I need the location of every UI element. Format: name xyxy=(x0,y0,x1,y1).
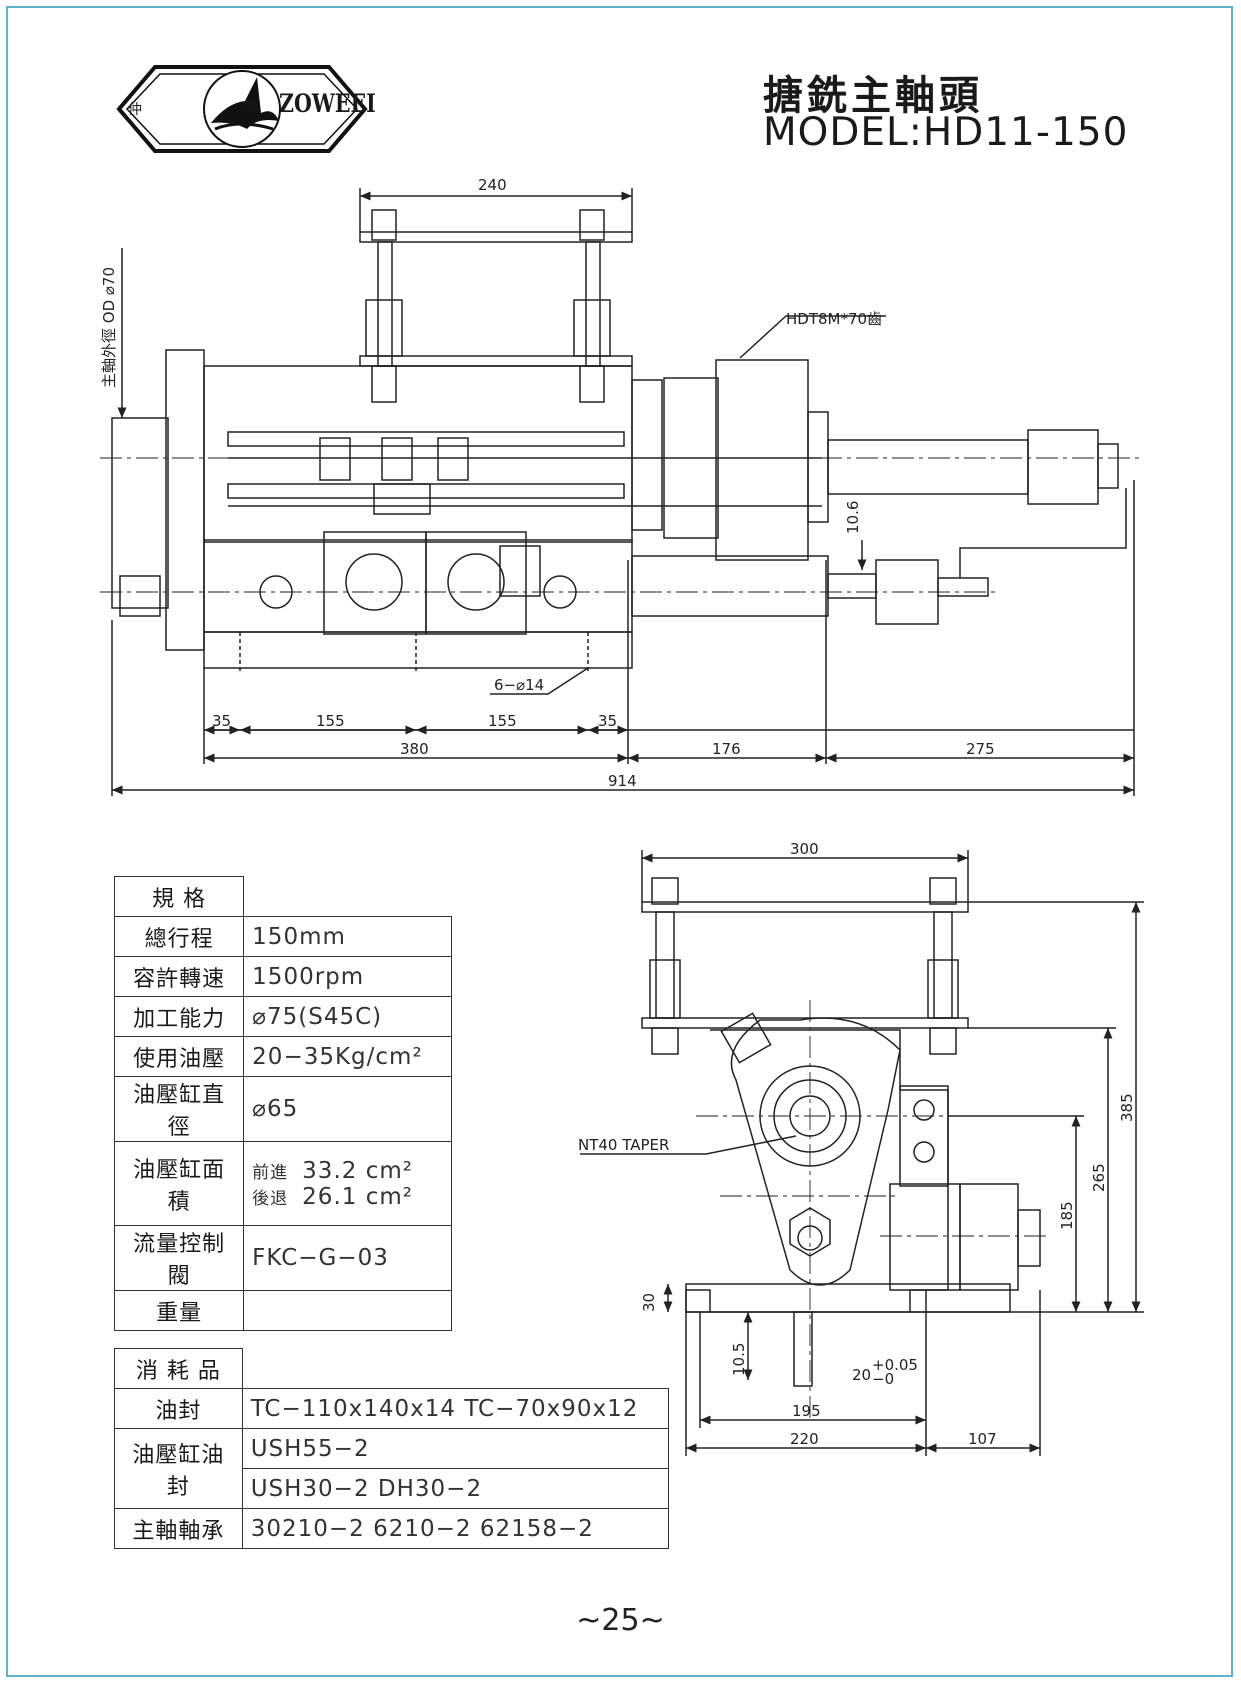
spec-label: 流量控制閥 xyxy=(113,1225,245,1291)
dim-taper: NT40 TAPER xyxy=(578,1136,669,1154)
dim-155a: 155 xyxy=(316,712,345,730)
spec-label: 油壓缸直徑 xyxy=(113,1076,245,1142)
consumable-label: 油封 xyxy=(114,1388,243,1429)
spec-value: FKC−G−03 xyxy=(243,1225,452,1291)
spec-value: 20−35Kg/cm² xyxy=(243,1036,452,1077)
consumable-value: TC−110x140x14 TC−70x90x12 xyxy=(241,1388,670,1429)
spec-value xyxy=(243,1290,452,1331)
dim-tol-plus: +0.05 xyxy=(872,1356,918,1374)
dim-od: 主軸外徑 OD ⌀70 xyxy=(100,267,118,388)
spec-label: 使用油壓 xyxy=(113,1036,245,1077)
fwd-label: 前進 xyxy=(252,1162,289,1183)
dim-176: 176 xyxy=(712,740,741,758)
dim-107: 107 xyxy=(968,1430,997,1448)
spec-value: 150mm xyxy=(243,916,452,957)
spec-value: ⌀75(S45C) xyxy=(243,996,452,1037)
page-number: ~25~ xyxy=(576,1603,665,1638)
dim-914: 914 xyxy=(608,772,637,790)
dim-300: 300 xyxy=(790,840,819,858)
dim-tol-minus: −0 xyxy=(872,1370,894,1388)
consumable-label: 主軸軸承 xyxy=(114,1508,243,1549)
dim-195: 195 xyxy=(792,1402,821,1420)
consumables-table: 消 耗 品 油封 TC−110x140x14 TC−70x90x12 油壓缸油封… xyxy=(114,1348,670,1549)
dim-holes: 6−⌀14 xyxy=(494,676,544,694)
spec-label: 容許轉速 xyxy=(113,956,245,997)
dim-10-6: 10.6 xyxy=(844,501,862,534)
dim-240: 240 xyxy=(478,176,507,194)
spec-label: 重量 xyxy=(113,1290,245,1331)
dim-155b: 155 xyxy=(488,712,517,730)
consumable-value: USH55−2 xyxy=(241,1428,670,1469)
dim-35a: 35 xyxy=(212,712,231,730)
brand-wordmark: ZOWEEI xyxy=(279,89,376,118)
dim-275: 275 xyxy=(966,740,995,758)
dim-tol-base: 20 xyxy=(852,1366,871,1384)
page-title-cn: 搪銑主軸頭 xyxy=(763,73,983,119)
brand-logo xyxy=(116,65,368,153)
back-value: 26.1 cm² xyxy=(302,1183,413,1210)
back-label: 後退 xyxy=(252,1188,289,1209)
dim-380: 380 xyxy=(400,740,429,758)
spec-label: 油壓缸面積 xyxy=(113,1141,245,1226)
dim-35b: 35 xyxy=(598,712,617,730)
spec-value: 1500rpm xyxy=(243,956,452,997)
page-border xyxy=(6,6,1233,1677)
dim-belt: HDT8M*70齒 xyxy=(786,310,882,328)
spec-label: 總行程 xyxy=(113,916,245,957)
dim-30: 30 xyxy=(640,1293,658,1312)
spec-header: 規 格 xyxy=(113,876,245,917)
spec-table: 規 格 總行程 150mm 容許轉速 1500rpm 加工能力 ⌀75(S45C… xyxy=(113,876,452,1331)
dim-10-5: 10.5 xyxy=(730,1343,748,1376)
spec-label: 加工能力 xyxy=(113,996,245,1037)
dim-385: 385 xyxy=(1118,1093,1136,1122)
dim-265: 265 xyxy=(1090,1163,1108,1192)
consumable-label: 油壓缸油封 xyxy=(114,1428,243,1509)
logo-char-left: 仲 xyxy=(128,102,142,118)
fwd-value: 33.2 cm² xyxy=(302,1157,413,1184)
consumables-header: 消 耗 品 xyxy=(114,1348,243,1389)
dim-185: 185 xyxy=(1058,1201,1076,1230)
logo-char-right: 為 xyxy=(246,100,260,115)
consumable-value: 30210−2 6210−2 62158−2 xyxy=(241,1508,670,1549)
dim-220: 220 xyxy=(790,1430,819,1448)
spec-value-area: 前進 33.2 cm² 後退 26.1 cm² xyxy=(243,1141,452,1226)
page-title-model: MODEL:HD11-150 xyxy=(763,110,1129,155)
consumable-value: USH30−2 DH30−2 xyxy=(241,1468,670,1509)
spec-value: ⌀65 xyxy=(243,1076,452,1142)
